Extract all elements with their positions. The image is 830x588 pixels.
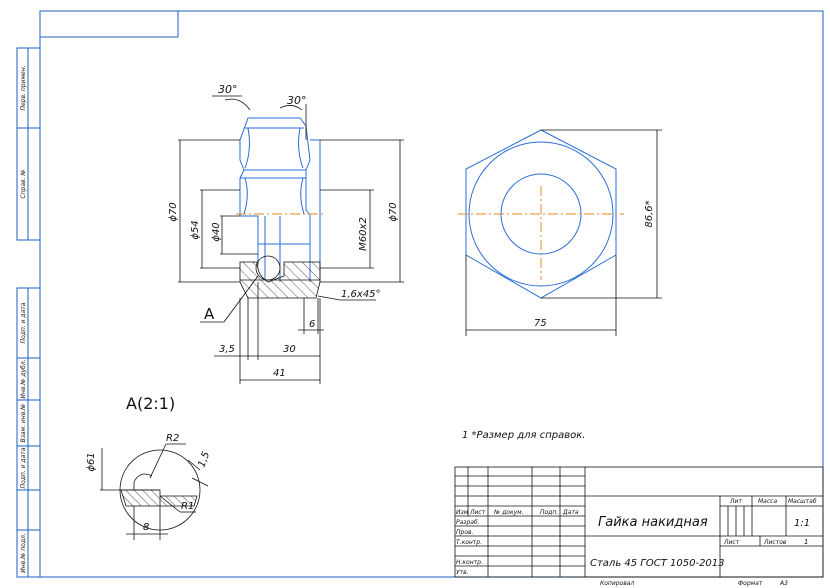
top-view: 86,6* 75 xyxy=(458,129,662,336)
dim-chamfer: 1,6х45° xyxy=(341,289,381,300)
main-view: 30° 30° ϕ70 ϕ54 ϕ40 ϕ70 M60x2 1,6х45° A xyxy=(168,83,404,384)
side-label-0: Перв. примен. xyxy=(20,65,27,110)
tb-role-4: Н.контр. xyxy=(456,559,483,566)
tb-mass-label: Масса xyxy=(758,498,777,505)
title-block: Изм Лист № докум. Подп. Дата Разраб. Про… xyxy=(454,466,824,587)
tb-scale-label: Масштаб xyxy=(788,498,817,505)
tb-role-5: Утв. xyxy=(456,569,469,576)
dim-75: 75 xyxy=(534,318,547,329)
tb-header-sign: Подп. xyxy=(540,509,558,516)
detail-r2: R2 xyxy=(166,433,179,444)
note-text: 1 *Размер для справок. xyxy=(462,430,585,441)
side-label-5: Подп. и дата xyxy=(20,447,27,488)
tb-role-1: Пров. xyxy=(456,529,474,536)
dim-6: 6 xyxy=(309,319,315,330)
side-label-6: Инв.№ подл. xyxy=(20,533,27,573)
detail-dim-1-5: 1,5 xyxy=(196,450,212,469)
detail-title: A(2:1) xyxy=(126,394,175,413)
dim-dia-70-right: ϕ70 xyxy=(388,202,399,221)
dim-dia-70-left: ϕ70 xyxy=(168,202,179,221)
detail-dim-8: 8 xyxy=(143,522,149,533)
dim-30: 30 xyxy=(283,344,296,355)
side-label-4: Взам. инв.№ xyxy=(20,404,27,443)
detail-dia-61: ϕ61 xyxy=(86,452,97,471)
tb-copied: Копировал xyxy=(600,580,634,587)
tb-header-date: Дата xyxy=(562,509,579,516)
tb-sheets-label: Листов xyxy=(763,539,787,546)
dim-thread: M60x2 xyxy=(358,217,369,251)
tb-scale-value: 1:1 xyxy=(794,518,810,529)
side-label-1: Справ. № xyxy=(20,169,27,198)
detail-r1: R1 xyxy=(181,501,194,512)
tb-header-doc: № докум. xyxy=(493,509,524,516)
tb-material: Сталь 45 ГОСТ 1050-2013 xyxy=(590,558,725,569)
side-label-3: Инв.№ дубл. xyxy=(20,359,27,398)
dim-dia-40: ϕ40 xyxy=(211,222,222,241)
dim-3-5: 3,5 xyxy=(219,344,235,355)
callout-a: A xyxy=(204,305,215,323)
angle-right-label: 30° xyxy=(287,94,307,107)
side-columns xyxy=(16,47,41,578)
dim-41: 41 xyxy=(273,368,286,379)
tb-role-0: Разраб. xyxy=(456,519,480,526)
side-label-2: Подп. и дата xyxy=(20,302,27,343)
dim-86-6: 86,6* xyxy=(644,200,655,227)
tb-part-name: Гайка накидная xyxy=(598,515,708,530)
angle-left-label: 30° xyxy=(218,83,238,96)
dim-dia-54: ϕ54 xyxy=(190,220,201,239)
tb-header-list: Лист xyxy=(469,509,486,516)
tb-format: Формат xyxy=(738,580,763,587)
tb-role-2: Т.контр. xyxy=(456,539,482,546)
tb-header-izm: Изм xyxy=(456,509,469,516)
tb-sheets-value: 1 xyxy=(804,538,808,546)
tb-lit-label: Лит xyxy=(729,498,742,505)
tb-format-value: А3 xyxy=(779,580,788,587)
detail-a: A(2:1) ϕ61 R2 R1 1,5 8 xyxy=(86,394,212,540)
tb-sheet-label: Лист xyxy=(723,539,740,546)
top-left-stamp xyxy=(39,10,179,38)
